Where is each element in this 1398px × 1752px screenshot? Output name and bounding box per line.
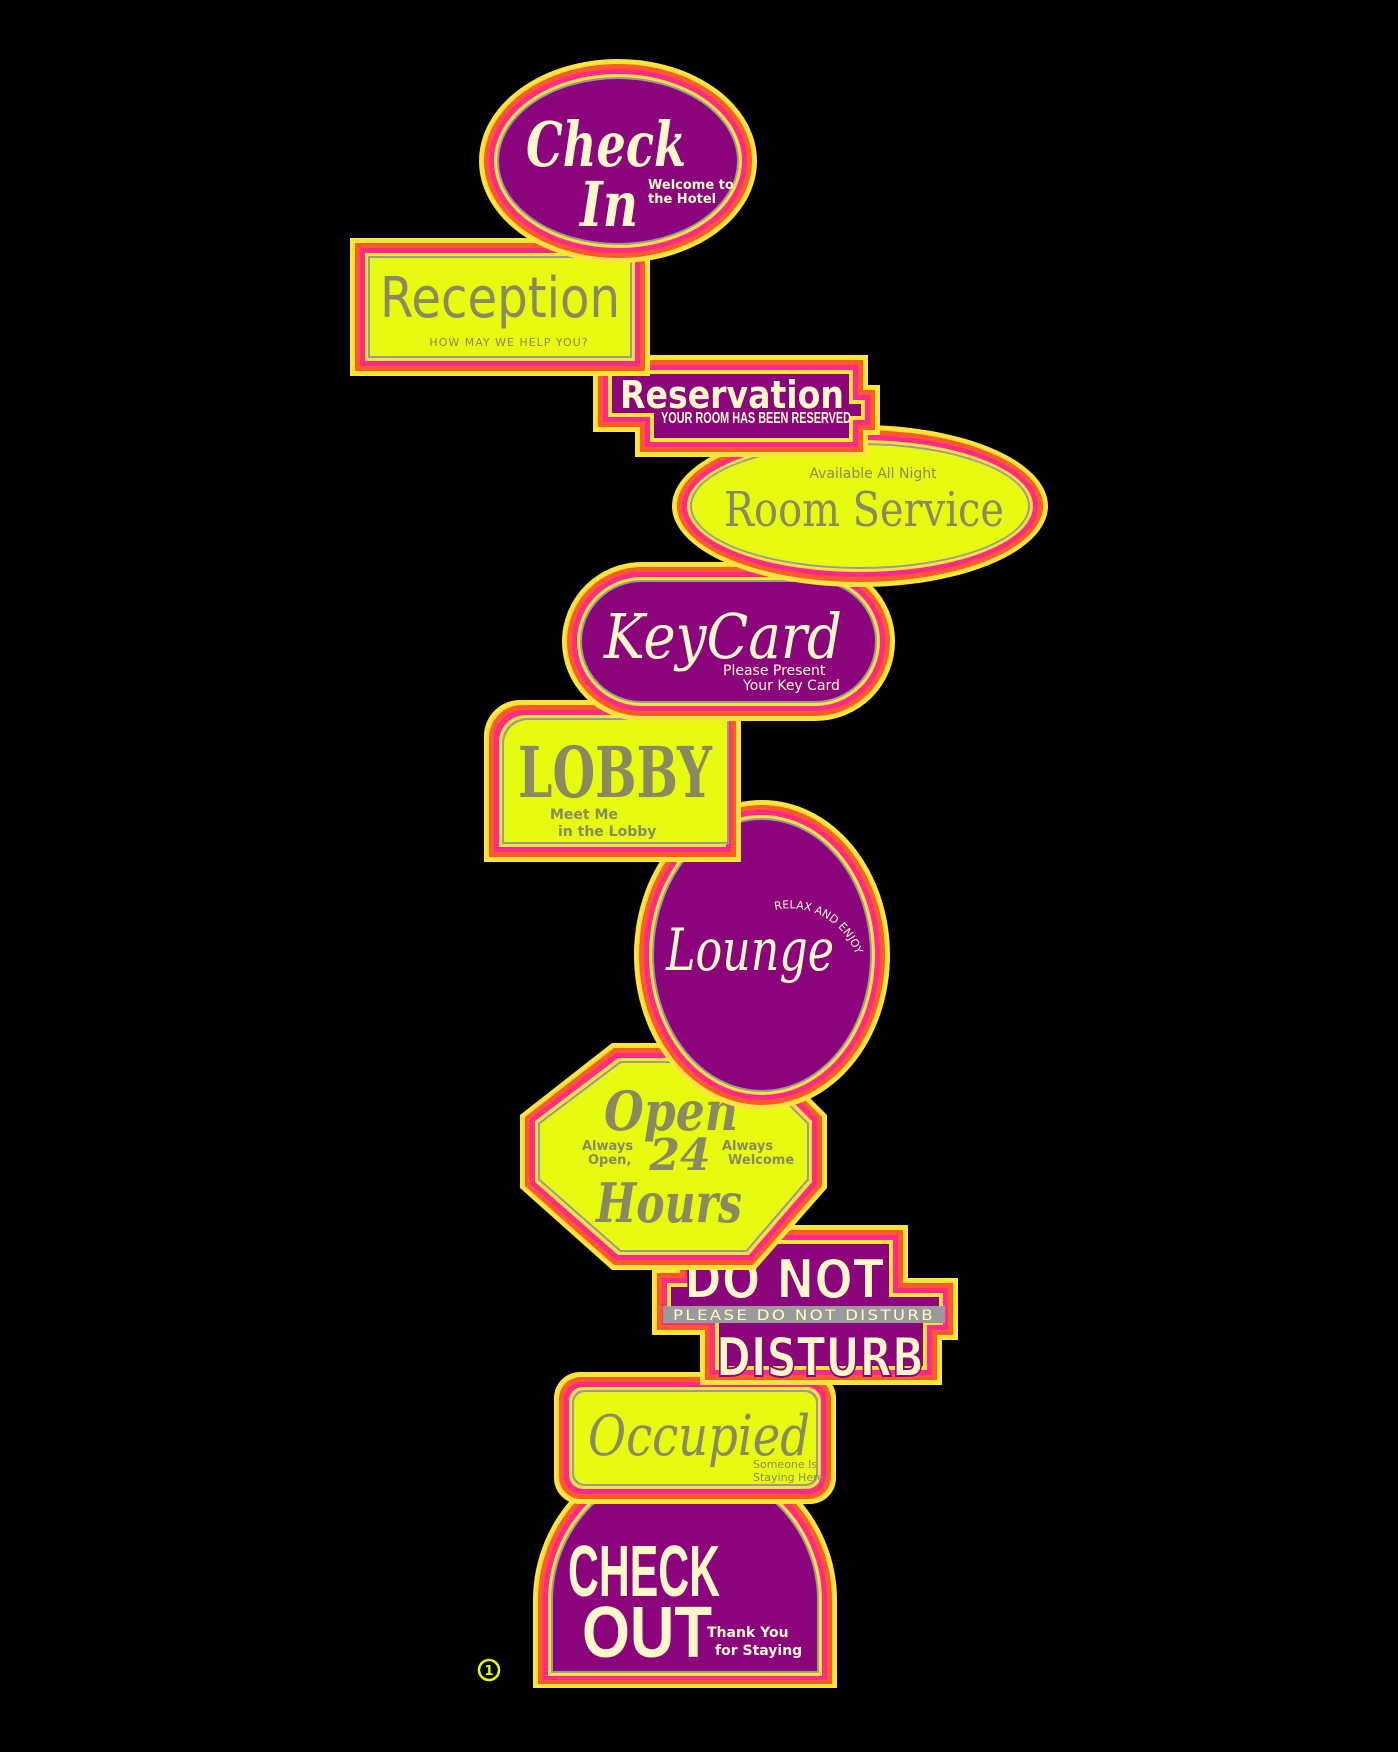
do-not-disturb-band	[663, 1306, 945, 1323]
lounge-title: Lounge	[665, 916, 834, 984]
key-card-title: KeyCard	[603, 600, 842, 673]
check-in-line2: In	[578, 168, 638, 241]
open-24-line3: Hours	[594, 1171, 742, 1235]
page-marker-number: 1	[484, 1664, 493, 1679]
do-not-disturb-line2: DISTURB	[716, 1326, 924, 1389]
check-in-line1: Check	[526, 108, 686, 181]
sign-room-service: Room Service Available All Night	[672, 425, 1048, 587]
open-24-right2: Welcome	[728, 1153, 794, 1168]
reservation-sub: YOUR ROOM HAS BEEN RESERVED	[661, 410, 851, 427]
page-marker-circle	[477, 1658, 501, 1682]
do-not-disturb-band-text: PLEASE DO NOT DISTURB	[673, 1308, 935, 1324]
lobby-sub2: in the Lobby	[558, 824, 656, 840]
sign-reservation: Reservation YOUR ROOM HAS BEEN RESERVED	[593, 355, 880, 457]
key-card-sub2: Your Key Card	[742, 678, 840, 694]
reception-sub: HOW MAY WE HELP YOU?	[429, 336, 588, 349]
sign-check-out: CHECK OUT Thank You for Staying	[533, 1448, 837, 1688]
sign-lounge: Lounge RELAX AND ENJOY	[634, 800, 890, 1110]
lobby-title: LOBBY	[518, 731, 713, 814]
sign-reception: Reception HOW MAY WE HELP YOU?	[350, 238, 650, 376]
check-out-line1: CHECK	[568, 1532, 720, 1612]
open-24-line2: 24	[648, 1130, 710, 1181]
open-24-left1: Always	[582, 1139, 633, 1154]
check-out-sub1: Thank You	[707, 1625, 789, 1641]
sign-key-card: KeyCard Please Present Your Key Card	[562, 562, 895, 721]
open-24-left2: Open,	[588, 1153, 631, 1168]
sign-check-in: Check In Welcome to the Hotel	[479, 59, 757, 263]
room-service-sub: Available All Night	[809, 466, 937, 482]
page-marker: 1	[477, 1658, 501, 1682]
check-out-sub2: for Staying	[715, 1643, 802, 1659]
room-service-title: Room Service	[724, 482, 1004, 538]
open-24-right1: Always	[722, 1139, 773, 1154]
sign-lobby: LOBBY Meet Me in the Lobby	[484, 700, 741, 862]
reservation-title: Reservation	[620, 373, 844, 417]
key-card-sub1: Please Present	[723, 663, 826, 679]
occupied-title: Occupied	[588, 1404, 810, 1469]
check-out-line2: OUT	[582, 1593, 712, 1673]
lobby-sub1: Meet Me	[550, 807, 618, 823]
occupied-sub2: Staying Here	[753, 1471, 824, 1484]
sign-occupied: Occupied Someone Is Staying Here	[554, 1372, 836, 1504]
occupied-sub1: Someone Is	[753, 1458, 817, 1471]
check-in-sub2: the Hotel	[648, 192, 716, 207]
check-in-sub1: Welcome to	[648, 178, 734, 193]
reception-title: Reception	[380, 266, 620, 331]
do-not-disturb-line1: DO NOT	[684, 1248, 884, 1311]
